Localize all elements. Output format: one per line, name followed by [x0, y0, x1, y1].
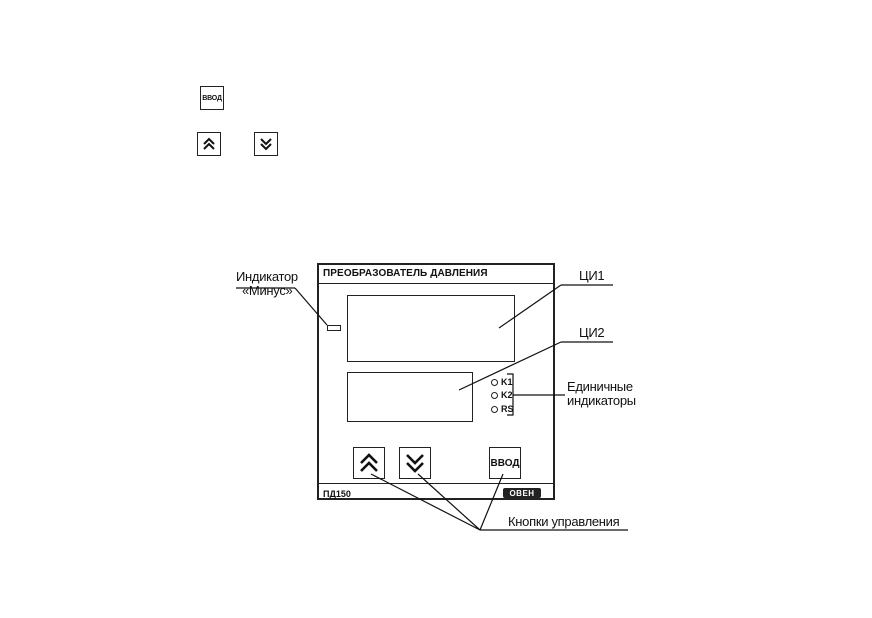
enter-key-legend-label: ВВОД — [202, 94, 222, 102]
minus-indicator-callout-line1: Индикатор — [236, 269, 298, 284]
minus-indicator-callout-line2: «Минус» — [242, 283, 293, 298]
unit-indicators-callout-line1: Единичные — [567, 379, 633, 394]
led-dot — [491, 405, 498, 413]
minus-indicator-callout: Индикатор «Минус» — [236, 270, 298, 298]
double-chevron-down-icon — [260, 138, 272, 151]
enter-button-label: ВВОД — [490, 457, 520, 469]
up-button[interactable] — [353, 447, 385, 479]
device-model: ПД150 — [323, 489, 351, 499]
display-1 — [347, 295, 515, 362]
enter-button[interactable]: ВВОД — [489, 447, 521, 479]
led-label: K2 — [501, 390, 513, 400]
double-chevron-down-icon — [406, 454, 424, 473]
enter-key-legend: ВВОД — [200, 86, 224, 110]
down-key-legend — [254, 132, 278, 156]
display-2 — [347, 372, 473, 422]
up-key-legend — [197, 132, 221, 156]
minus-indicator — [327, 325, 341, 331]
led-label: K1 — [501, 377, 513, 387]
unit-indicators-callout-line2: индикаторы — [567, 393, 636, 408]
footer-divider — [319, 483, 553, 484]
display1-callout: ЦИ1 — [579, 268, 605, 283]
led-dot — [491, 378, 498, 386]
led-k2: K2 — [491, 390, 513, 400]
brand-logo: ОВЕН — [503, 488, 541, 498]
double-chevron-up-icon — [360, 453, 378, 472]
double-chevron-up-icon — [203, 137, 215, 150]
title-divider — [319, 283, 553, 284]
device-title: ПРЕОБРАЗОВАТЕЛЬ ДАВЛЕНИЯ — [323, 268, 488, 279]
led-dot — [491, 391, 498, 399]
device-front-panel: ПРЕОБРАЗОВАТЕЛЬ ДАВЛЕНИЯ K1 K2 RS ВВОД П… — [317, 263, 555, 500]
control-buttons-callout: Кнопки управления — [508, 514, 620, 529]
down-button[interactable] — [399, 447, 431, 479]
led-rs: RS — [491, 404, 514, 414]
unit-indicators-callout: Единичные индикаторы — [567, 380, 636, 408]
led-k1: K1 — [491, 377, 513, 387]
led-label: RS — [501, 404, 514, 414]
display2-callout: ЦИ2 — [579, 325, 605, 340]
